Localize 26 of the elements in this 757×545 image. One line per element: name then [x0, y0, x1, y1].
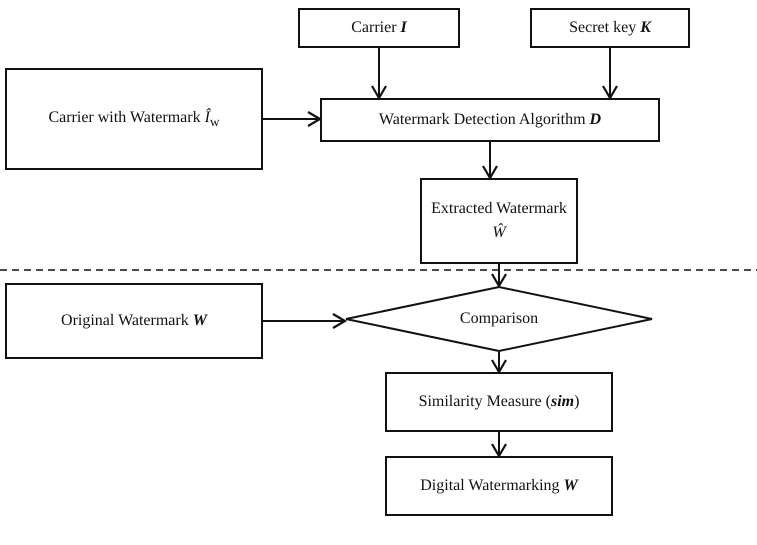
node-label: Extracted Watermark Ŵ [430, 199, 568, 243]
process-box [420, 178, 578, 264]
node-label: Carrier I [350, 18, 408, 38]
node-label: Similarity Measure (sim) [418, 392, 580, 412]
process-box [5, 68, 263, 170]
decision-diamond [345, 286, 653, 352]
arrow [263, 110, 322, 128]
process-box [5, 283, 263, 359]
node-label: Secret key K [568, 18, 653, 38]
arrow [482, 142, 498, 180]
arrow [490, 432, 508, 458]
node-label: Comparison [458, 309, 540, 329]
process-box [298, 8, 460, 48]
arrow [602, 48, 618, 100]
node-label: Carrier with Watermark Î$_{w}$ [47, 107, 221, 132]
process-box [385, 372, 613, 432]
node-label: Original Watermark W [60, 311, 209, 331]
arrow [263, 312, 346, 330]
node-label: Watermark Detection Algorithm D [378, 110, 602, 130]
process-box [385, 456, 613, 516]
process-box [530, 8, 690, 48]
arrow [490, 352, 508, 374]
arrow [370, 48, 388, 100]
node-label: Digital Watermarking W [419, 476, 580, 496]
process-box [320, 98, 660, 142]
arrow [490, 264, 508, 288]
